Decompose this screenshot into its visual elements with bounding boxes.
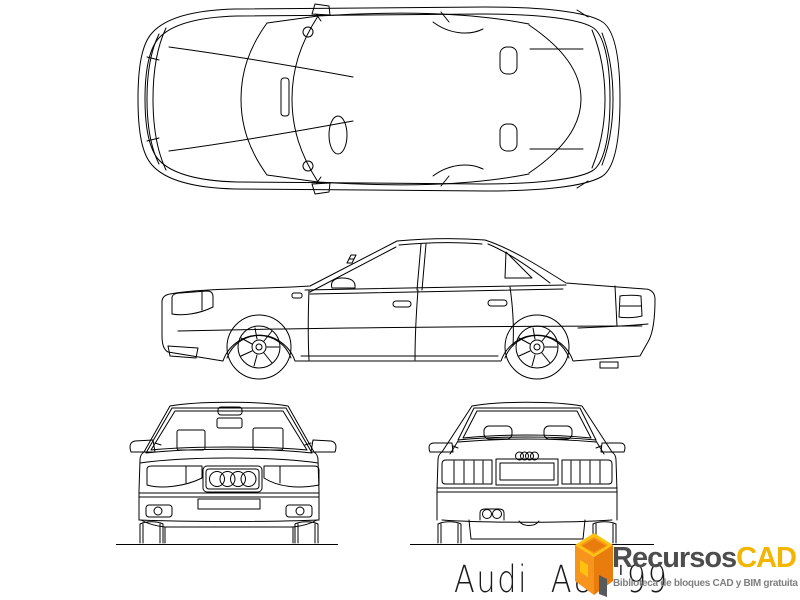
grille-icon xyxy=(202,465,263,493)
car-side-view-icon xyxy=(161,238,656,380)
left-mirror-icon xyxy=(129,439,162,453)
cad-block-cube-icon xyxy=(575,533,613,597)
right-mirror-icon xyxy=(595,442,626,453)
car-front-view-drawing xyxy=(128,396,338,548)
rear-wheel-icon xyxy=(504,314,570,380)
left-headlight-icon xyxy=(146,465,203,488)
car-side-view-drawing xyxy=(158,236,660,382)
logo-wordmark: RecursosCAD xyxy=(612,542,797,574)
license-plate-icon xyxy=(499,462,555,481)
rearview-mirror-icon xyxy=(216,417,243,429)
front-wheel-icon xyxy=(226,314,292,380)
car-top-view-icon xyxy=(137,3,621,195)
left-mirror-icon xyxy=(428,442,459,453)
left-taillight-icon xyxy=(441,459,493,485)
audi-rings-icon xyxy=(515,451,539,461)
logo-cad-text: CAD xyxy=(736,542,797,574)
recursoscad-watermark: RecursosCAD Biblioteca de bloques CAD y … xyxy=(571,530,800,600)
drawing-title: Audi A8 '99 xyxy=(454,558,669,600)
logo-recursos-text: Recursos xyxy=(612,542,737,574)
audi-rings-icon xyxy=(209,471,257,487)
right-mirror-icon xyxy=(304,439,337,453)
front-view-ground-line xyxy=(116,544,338,545)
car-rear-view-icon xyxy=(428,401,626,544)
car-rear-view-drawing xyxy=(424,396,640,548)
rear-view-ground-line xyxy=(410,544,654,545)
car-front-view-icon xyxy=(129,401,337,544)
right-taillight-icon xyxy=(561,459,613,485)
right-headlight-icon xyxy=(263,465,320,488)
exhaust-icon xyxy=(479,508,505,521)
car-top-view-drawing xyxy=(133,2,625,196)
logo-tagline: Biblioteca de bloques CAD y BIM gratuita xyxy=(613,578,798,589)
